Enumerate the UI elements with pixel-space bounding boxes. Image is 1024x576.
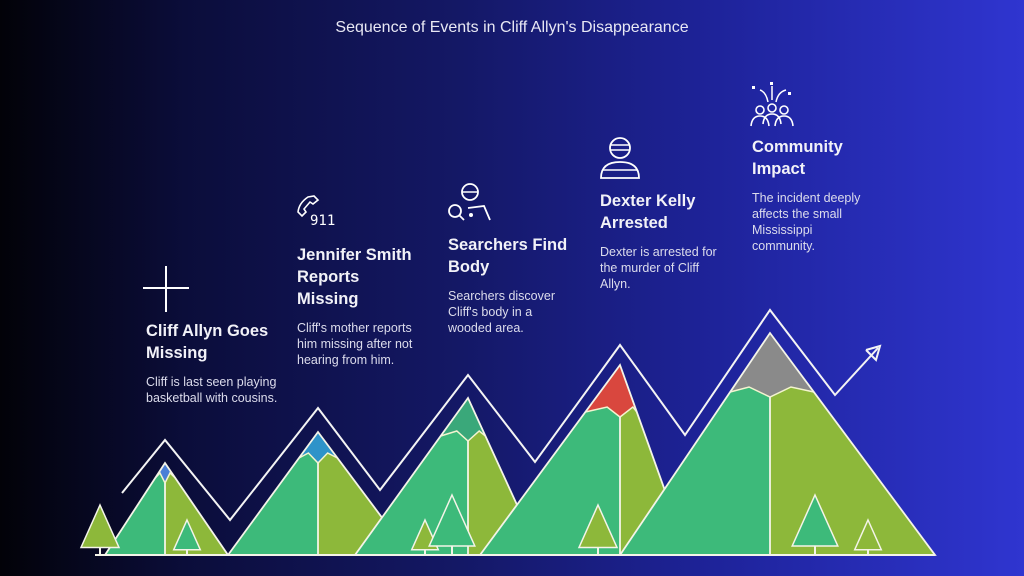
step-community-impact: Community Impact The incident deeply aff… [752,136,877,254]
step-cliff-goes-missing: Cliff Allyn Goes Missing Cliff is last s… [146,320,281,406]
step-title: Searchers Find Body [448,236,568,276]
mountain-1 [103,461,230,556]
step-description: Cliff's mother reports him missing after… [297,321,413,367]
step-description: Cliff is last seen playing basketball wi… [146,375,278,405]
step-description: Dexter is arrested for the murder of Cli… [600,245,717,291]
snow-cap [298,432,338,463]
prisoner-icon [600,137,640,179]
mountain-5 [618,331,937,556]
snow-cap [730,333,814,397]
tree-icon [172,518,202,555]
tree-icon [791,493,839,555]
progress-zigzag-line [121,308,879,522]
snow-cap [155,463,176,483]
tree-icon [577,503,619,555]
tree-icon [853,518,883,555]
step-dexter-arrested: Dexter Kelly Arrested Dexter is arrested… [600,190,730,292]
step-title: Dexter Kelly Arrested [600,192,696,232]
community-icon [750,82,794,127]
step-title: Community Impact [752,138,843,178]
arrow-head-icon [865,344,882,362]
phone-911-label: 911 [310,213,336,229]
tree-icon [428,493,476,555]
searcher-icon [448,183,491,221]
step-description: Searchers discover Cliff's body in a woo… [448,289,555,335]
step-title: Jennifer Smith Reports Missing [297,246,412,308]
phone-911-icon: 911 [296,193,356,233]
cross-icon [143,266,189,312]
step-description: The incident deeply affects the small Mi… [752,191,861,253]
snow-cap [440,398,486,441]
diagram-title: Sequence of Events in Cliff Allyn's Disa… [335,19,689,36]
tree-icon [79,503,121,555]
step-title: Cliff Allyn Goes Missing [146,322,269,362]
step-reports-missing: Jennifer Smith Reports Missing Cliff's m… [297,244,422,368]
step-searchers-find-body: Searchers Find Body Searchers discover C… [448,234,576,336]
